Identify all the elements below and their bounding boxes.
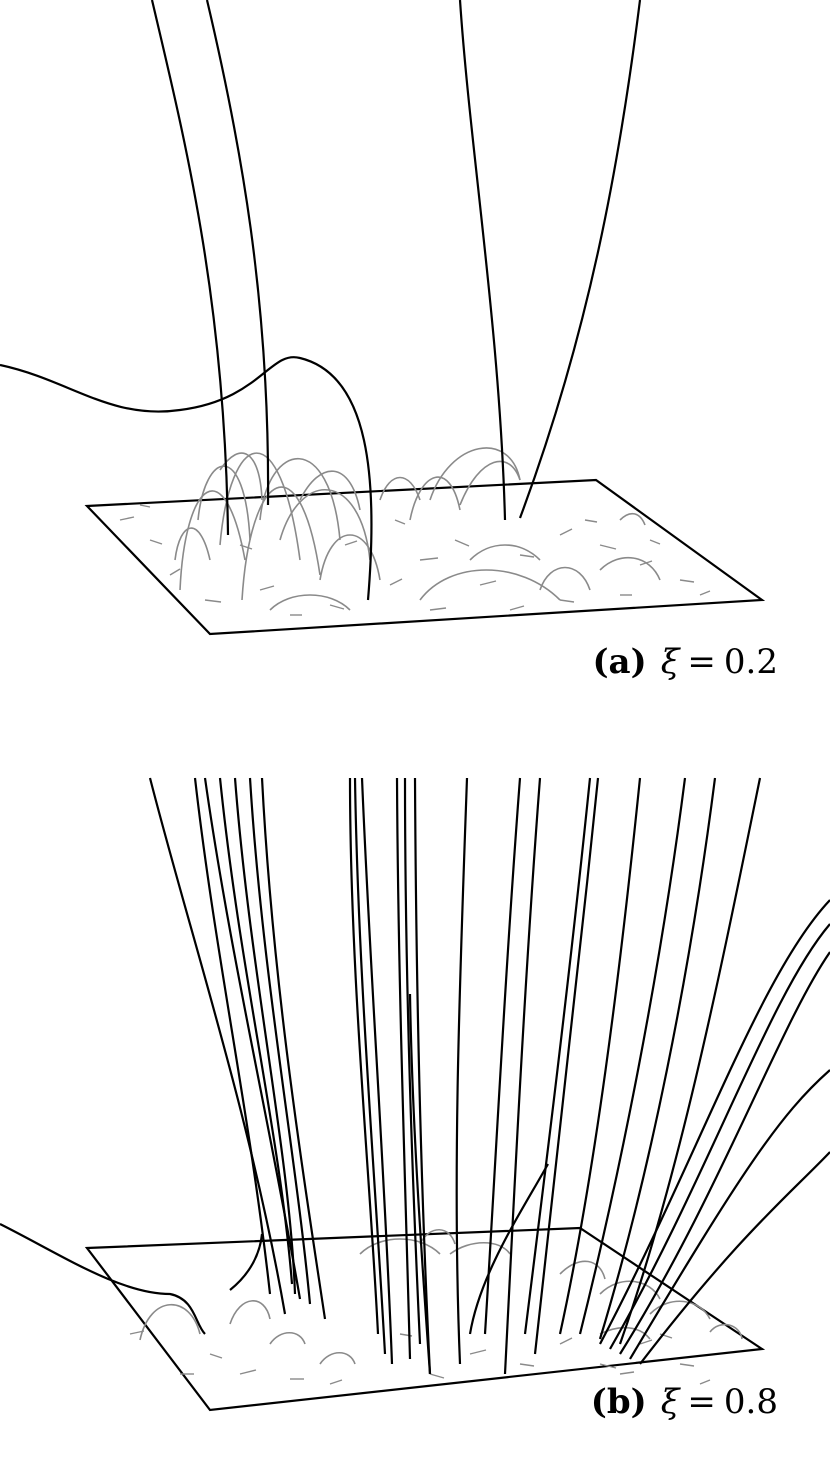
closed-field-loops xyxy=(174,447,661,611)
open-field-lines xyxy=(0,777,830,1375)
surface-field-fragments xyxy=(119,504,711,616)
panel-a-value: 0.2 xyxy=(723,642,778,682)
surface-field-fragments xyxy=(129,1330,711,1385)
panel-b-value: 0.8 xyxy=(723,1382,778,1422)
panel-a: (a) ξ=0.2 xyxy=(0,0,778,682)
panel-a-caption: (a) ξ=0.2 xyxy=(592,642,778,682)
panel-b-caption: (b) ξ=0.8 xyxy=(591,1382,778,1422)
panel-b-label: (b) xyxy=(590,1382,647,1422)
panel-b: (b) ξ=0.8 xyxy=(0,734,830,1468)
open-field-lines xyxy=(0,0,642,601)
closed-field-loops xyxy=(139,1228,743,1365)
panel-a-label: (a) xyxy=(592,642,647,682)
panel-b-symbol: ξ xyxy=(660,1382,680,1422)
panel-a-symbol: ξ xyxy=(660,642,680,682)
panel-a-equals: = xyxy=(687,642,716,682)
panel-b-figure xyxy=(0,777,830,1412)
panel-a-figure xyxy=(0,0,766,636)
panel-b-equals: = xyxy=(687,1382,716,1422)
base-plane xyxy=(84,478,766,636)
